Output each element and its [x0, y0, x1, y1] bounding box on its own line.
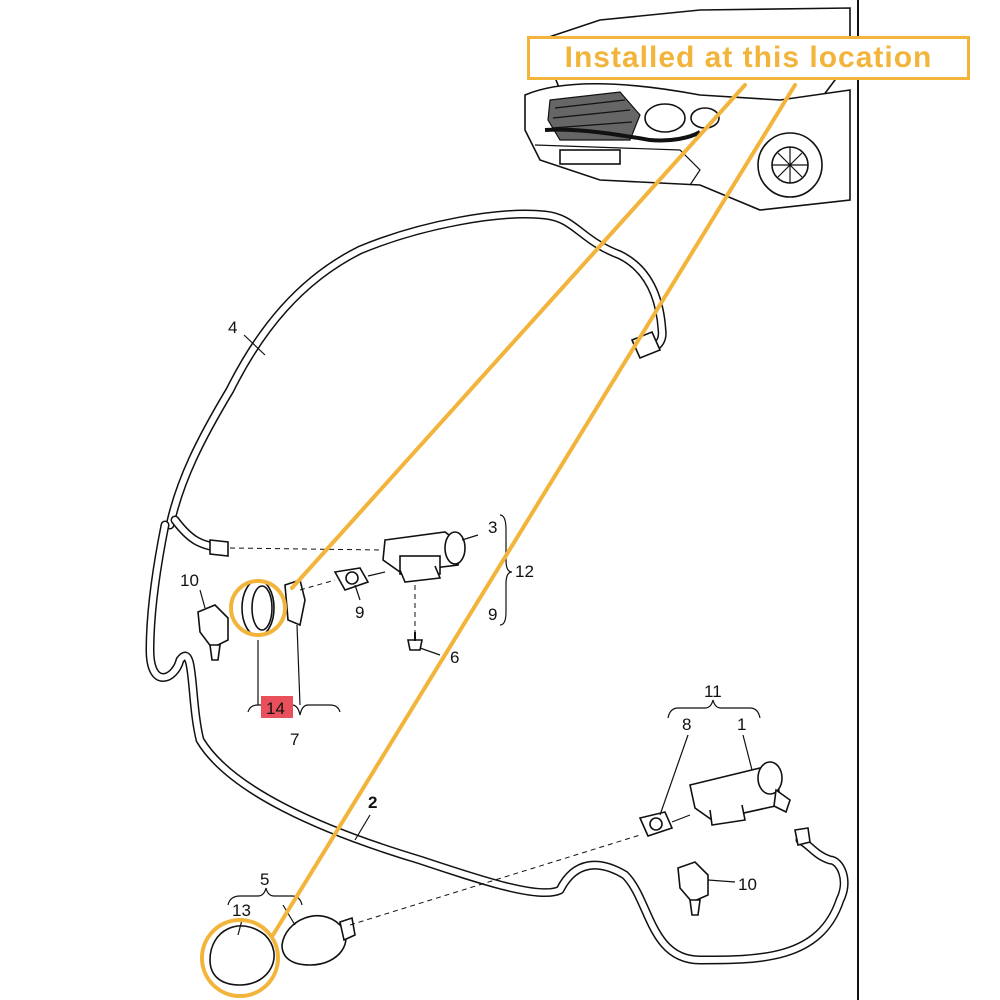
fitting-right-end [794, 827, 811, 846]
part-labels: 4 3 12 9 9 6 10 14 7 11 8 1 2 10 5 13 [180, 318, 757, 920]
label-5: 5 [260, 870, 269, 889]
label-11: 11 [704, 682, 722, 701]
washer-pump-assembly-3 [382, 531, 466, 583]
screw-6 [407, 632, 423, 651]
nozzle-covers-13 [209, 914, 356, 986]
label-10-right: 10 [738, 875, 757, 894]
bracket-10-left [197, 604, 229, 661]
installation-location-callout: Installed at this location [527, 36, 970, 80]
label-7: 7 [290, 730, 299, 749]
label-2: 2 [368, 793, 377, 812]
connector-9 [333, 567, 386, 591]
label-13: 13 [232, 901, 251, 920]
highlight-ring-top [229, 579, 287, 637]
bracket-10-right [677, 861, 709, 916]
leader-lines [229, 547, 641, 926]
label-14: 14 [266, 699, 285, 718]
label-9-right: 9 [488, 605, 497, 624]
label-9-left: 9 [355, 603, 364, 622]
label-1: 1 [737, 715, 746, 734]
callout-lines [200, 83, 797, 998]
label-8: 8 [682, 715, 691, 734]
label-12: 12 [515, 562, 534, 581]
label-10-left: 10 [180, 571, 199, 590]
label-brackets [199, 334, 761, 936]
hose-2 [145, 515, 849, 965]
nozzle-cap-14 [241, 579, 275, 637]
washer-pump-assembly-1 [689, 761, 791, 826]
label-4: 4 [228, 318, 237, 337]
label-6: 6 [450, 648, 459, 667]
label-3: 3 [488, 518, 497, 537]
highlight-box-14 [261, 696, 293, 718]
connector-8 [638, 811, 691, 837]
highlight-ring-bottom [200, 918, 280, 998]
